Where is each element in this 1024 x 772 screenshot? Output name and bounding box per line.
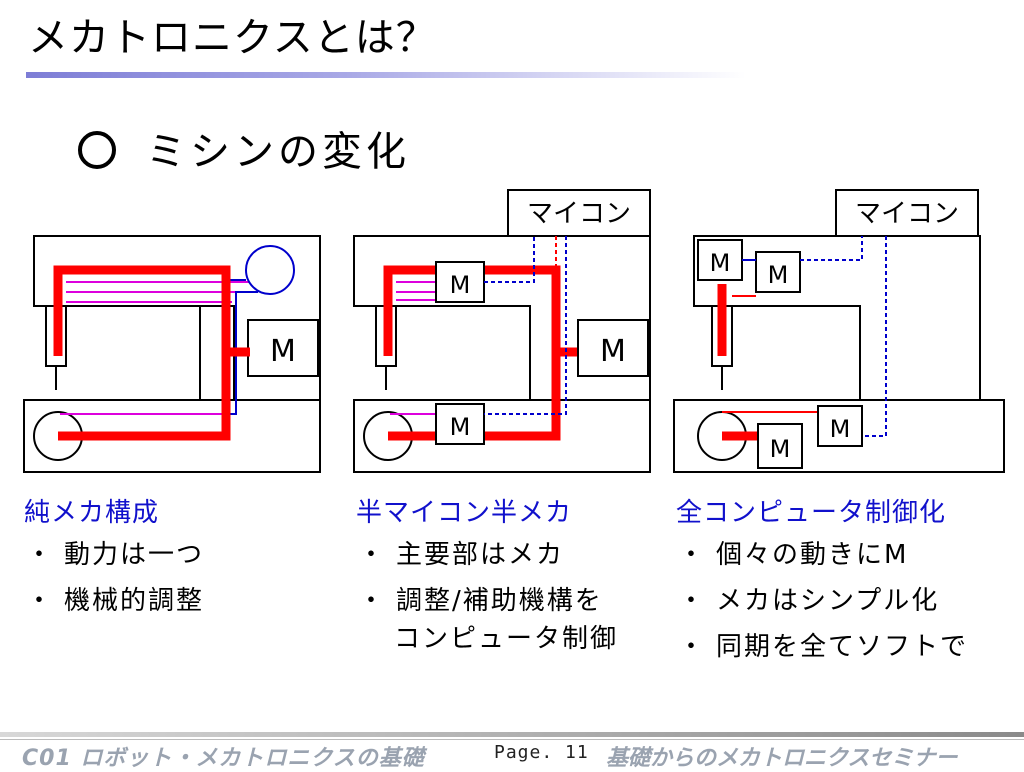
bullet: ・ [358, 540, 387, 570]
page-number: Page. 11 [494, 742, 589, 763]
footer: C01 ロボット・メカトロニクスの基礎 Page. 11 基礎からのメカトロニク… [0, 740, 1024, 771]
micon-box [835, 189, 979, 237]
footer-seminar-title: 基礎からのメカトロニクスセミナー [606, 746, 958, 771]
main-shaft [53, 265, 231, 441]
handwheel-icon [245, 245, 295, 295]
motor-label: M [830, 415, 851, 443]
column-full-computer: 全コンピュータ制御化 ・個々の動きにM ・メカはシンプル化 ・同期を全てソフトで [676, 500, 968, 680]
bullet: ・ [358, 586, 387, 616]
bullet: ・ [26, 586, 55, 616]
slide-title: メカトロニクスとは？ [28, 15, 437, 61]
motor-label: M [600, 334, 626, 369]
motor-box [435, 261, 485, 303]
motor-label: M [770, 435, 791, 463]
title-underline [26, 72, 746, 78]
list-item-continuation: コンピュータ制御 [394, 624, 619, 654]
list-item: ・調整/補助機構を [358, 586, 603, 616]
motor-box [757, 423, 803, 469]
bullet: ・ [678, 540, 707, 570]
micon-label: マイコン [855, 199, 959, 229]
micon-label: マイコン [527, 199, 631, 229]
column-pure-mechanical: 純メカ構成 ・動力は一つ ・機械的調整 [24, 500, 204, 634]
motor-box [435, 403, 485, 445]
column-heading: 全コンピュータ制御化 [676, 498, 947, 528]
motor-label: M [710, 249, 731, 277]
bullet: ・ [26, 540, 55, 570]
diagram-half-micon: マイコン M M M [353, 189, 651, 473]
motor-box [697, 239, 743, 281]
motor-box [247, 319, 319, 377]
motor-box [817, 405, 863, 447]
motor-label: M [768, 261, 789, 289]
bullet: ・ [678, 632, 707, 662]
main-shaft [383, 265, 561, 441]
bullet: ・ [678, 586, 707, 616]
footer-rule [0, 732, 1024, 737]
list-item: ・個々の動きにM [678, 540, 909, 570]
footer-course-title: C01 ロボット・メカトロニクスの基礎 [22, 746, 425, 771]
motor-label: M [450, 413, 471, 441]
footer-rule-thin [0, 739, 1024, 740]
slide-subtitle: ミシンの変化 [78, 129, 410, 175]
motor-box [755, 251, 801, 293]
list-item: ・同期を全てソフトで [678, 632, 969, 662]
list-item: ・主要部はメカ [358, 540, 565, 570]
diagram-full-computer: マイコン M M M M [673, 189, 1005, 473]
column-heading: 半マイコン半メカ [356, 498, 573, 528]
subtitle-text: ミシンの変化 [146, 129, 410, 175]
list-item: ・機械的調整 [26, 586, 205, 616]
diagram-pure-mechanical: M [23, 235, 321, 473]
list-item: ・動力は一つ [26, 540, 205, 570]
circle-bullet-icon [78, 131, 116, 169]
column-heading: 純メカ構成 [24, 498, 160, 528]
column-half-micon: 半マイコン半メカ ・主要部はメカ ・調整/補助機構を コンピュータ制御 [356, 500, 618, 652]
motor-label: M [270, 334, 296, 369]
motor-box [577, 319, 649, 377]
motor-label: M [450, 271, 471, 299]
list-item: ・メカはシンプル化 [678, 586, 940, 616]
